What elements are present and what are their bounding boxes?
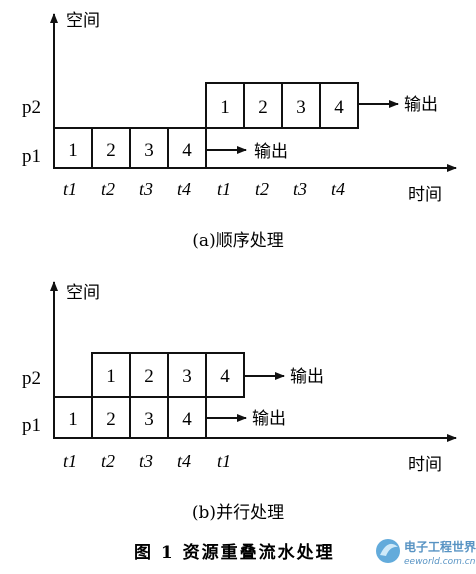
p2-cell-a-1-text: 1 xyxy=(220,97,230,118)
y-axis-label-a: 空间 xyxy=(66,11,100,31)
diagram-b: 空间 时间 p2 p1 1 2 3 4 输出 1 2 3 4 输出 t1 xyxy=(22,281,457,523)
caption-a: (a)顺序处理 xyxy=(192,231,283,251)
p2-cell-a-4-text: 4 xyxy=(334,97,344,118)
p2-cells-a xyxy=(205,82,359,129)
tick-a-8: t4 xyxy=(331,179,345,199)
ticks-a: t1 t2 t3 t4 t1 t2 t3 t4 xyxy=(63,179,345,199)
p1-cell-a-1-text: 1 xyxy=(68,140,78,161)
p2-output-label-b: 输出 xyxy=(290,367,324,387)
p2-cell-a-3-text: 3 xyxy=(296,97,306,118)
p1-cell-a-4-text: 4 xyxy=(182,140,192,161)
watermark-url: eeworld.com.cn xyxy=(404,557,476,567)
row-label-p1-b: p1 xyxy=(22,415,41,436)
row-label-p2-a: p2 xyxy=(22,97,41,118)
tick-a-3: t3 xyxy=(139,179,153,199)
p1-output-label-b: 输出 xyxy=(252,409,286,429)
tick-a-6: t2 xyxy=(255,179,269,199)
tick-b-5: t1 xyxy=(217,451,231,471)
tick-b-3: t3 xyxy=(139,451,153,471)
caption-b: (b)并行处理 xyxy=(192,503,284,523)
x-axis-label-b: 时间 xyxy=(408,455,442,475)
p1-cell-b-4-text: 4 xyxy=(182,409,192,430)
tick-a-7: t3 xyxy=(293,179,307,199)
tick-a-5: t1 xyxy=(217,179,231,199)
y-axis-label-b: 空间 xyxy=(66,283,100,303)
tick-a-2: t2 xyxy=(101,179,115,199)
tick-b-4: t4 xyxy=(177,451,191,471)
tick-b-2: t2 xyxy=(101,451,115,471)
p1-cell-a-3-text: 3 xyxy=(144,140,154,161)
p2-cell-a-2-text: 2 xyxy=(258,97,268,118)
p1-cell-b-1-text: 1 xyxy=(68,409,78,430)
row-label-p2-b: p2 xyxy=(22,368,41,389)
p1-cell-b-3-text: 3 xyxy=(144,409,154,430)
watermark-name: 电子工程世界 xyxy=(404,539,476,554)
p2-cell-a-4 xyxy=(319,82,359,129)
x-axis-label-a: 时间 xyxy=(408,185,442,205)
p2-cell-b-2-text: 2 xyxy=(144,366,154,387)
p1-cells-a xyxy=(53,127,207,169)
p1-cell-a-2-text: 2 xyxy=(106,140,116,161)
p2-cell-b-4-text: 4 xyxy=(220,366,230,387)
watermark-logo: 电子工程世界 eeworld.com.cn xyxy=(376,539,476,567)
p2-output-label-a: 输出 xyxy=(404,95,438,115)
figure-caption: 图 1 资源重叠流水处理 xyxy=(134,542,335,563)
row-label-p1-a: p1 xyxy=(22,146,41,167)
p1-cell-b-2-text: 2 xyxy=(106,409,116,430)
p2-cell-b-3-text: 3 xyxy=(182,366,192,387)
tick-b-1: t1 xyxy=(63,451,77,471)
tick-a-1: t1 xyxy=(63,179,77,199)
ticks-b: t1 t2 t3 t4 t1 xyxy=(63,451,231,471)
diagram-a: 空间 时间 p2 p1 1 2 3 4 输出 1 2 3 4 输出 xyxy=(22,11,457,251)
p1-cell-a-4 xyxy=(167,127,207,169)
p1-output-label-a: 输出 xyxy=(254,142,288,162)
tick-a-4: t4 xyxy=(177,179,191,199)
p2-cell-b-1-text: 1 xyxy=(106,366,116,387)
